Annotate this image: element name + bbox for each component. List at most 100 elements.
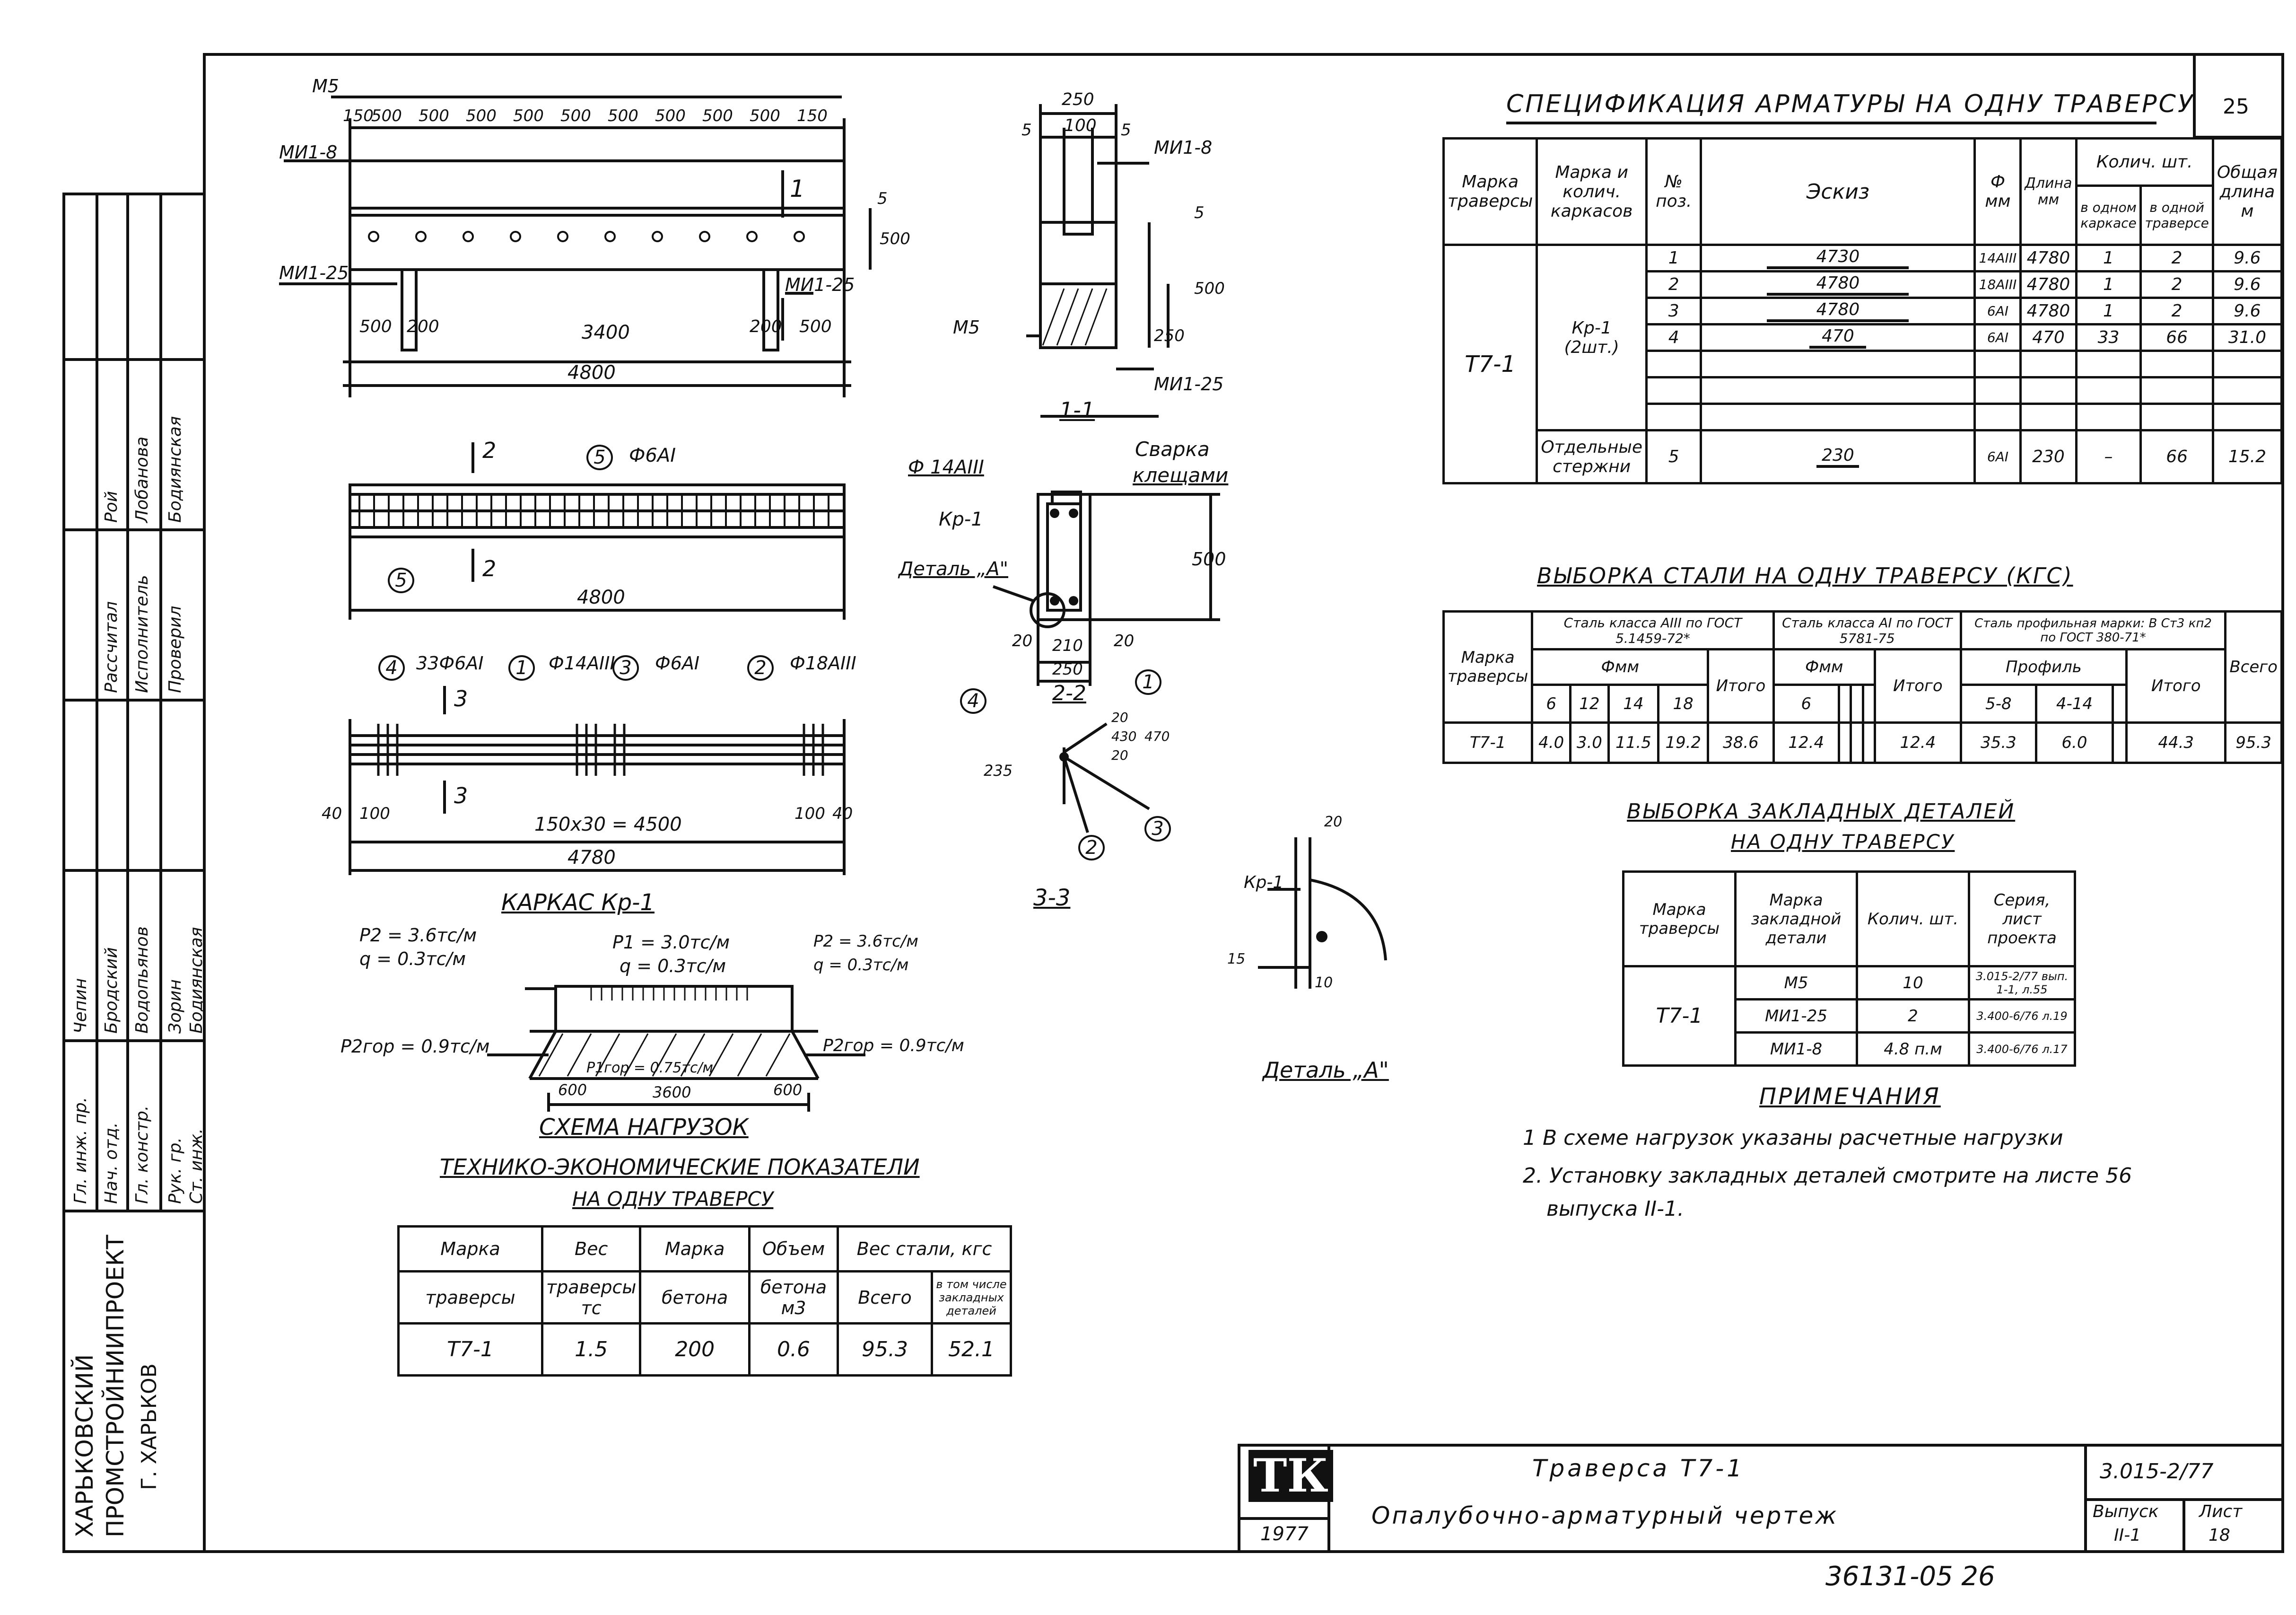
dim: 40: [322, 804, 342, 823]
sketch-text: 4730: [1767, 247, 1909, 269]
td: МИ1-8: [1734, 1031, 1858, 1067]
td: 470: [2019, 323, 2078, 352]
th-text: Марка и колич. каркасов: [1550, 162, 1633, 221]
tech-title: ТЕХНИКО-ЭКОНОМИЧЕСКИЕ ПОКАЗАТЕЛИ: [440, 1154, 920, 1180]
dim-430: 430: [1111, 729, 1137, 744]
th: Общая длина м: [2211, 137, 2283, 246]
th-text: № поз.: [1656, 172, 1692, 211]
dim: 500: [513, 106, 544, 125]
td: 0.6: [748, 1322, 839, 1377]
dim: 500: [466, 106, 497, 125]
rebar-top: Ф 14АIII: [908, 456, 984, 478]
sig-name: Рой: [102, 491, 121, 523]
cage-total-dim: 4780: [567, 847, 616, 869]
th-text: Сталь профильная марки: В Ст3 кп2 по ГОС…: [1974, 616, 2212, 645]
td-empty: [2211, 350, 2283, 378]
td: 15.2: [2211, 429, 2283, 484]
dim: 40: [832, 804, 853, 823]
td: 44.3: [2125, 721, 2227, 764]
callout-4-text: 33Ф6АI: [416, 653, 484, 674]
dim-250: 250: [1062, 90, 1094, 109]
dim-20: 20: [1111, 710, 1128, 725]
td: 19.2: [1657, 721, 1710, 764]
td: 4.8 п.м: [1856, 1031, 1970, 1067]
td-empty: [2139, 403, 2214, 431]
td: 12.4: [1874, 721, 1962, 764]
dim-470: 470: [1144, 729, 1170, 744]
td: 11.5: [1607, 721, 1660, 764]
callout-5b: 5: [388, 568, 414, 593]
th: Профиль: [1959, 648, 2128, 686]
hole-mark: [368, 231, 379, 242]
spec-table: Марка траверсы Марка и колич. каркасов №…: [1442, 137, 2283, 484]
sketch-text: 4780: [1767, 273, 1909, 296]
dim: 3600: [653, 1083, 691, 1101]
dim: 500: [655, 106, 686, 125]
cut-2-top: 2: [482, 438, 497, 463]
th: Колич. шт.: [1856, 870, 1970, 967]
td-marka: Т7-1: [1442, 244, 1538, 484]
sig-name: Бродский: [102, 947, 121, 1034]
hole-mark: [746, 231, 758, 242]
td-empty: [1973, 376, 2022, 405]
dim-500-height: 500: [880, 229, 910, 248]
th-text: Вес стали, кгс: [856, 1238, 992, 1259]
td: 31.0: [2211, 323, 2283, 352]
dim: 20: [1114, 632, 1135, 650]
spec-title: СПЕЦИФИКАЦИЯ АРМАТУРЫ НА ОДНУ ТРАВЕРСУ: [1506, 90, 2195, 118]
th: [1850, 684, 1864, 724]
th: 12: [1569, 684, 1610, 724]
th: 6: [1772, 684, 1840, 724]
td-empty: [2019, 376, 2078, 405]
th-vs: Всего: [837, 1270, 933, 1325]
dim: 200: [407, 317, 439, 336]
th: [1861, 684, 1877, 724]
th-text: Объем: [762, 1238, 825, 1259]
callout-4: 4: [378, 655, 405, 681]
td: 3.400-6/76 л.17: [1968, 1031, 2076, 1067]
th-text: бетона м3: [760, 1276, 827, 1318]
td-empty: [1645, 350, 1702, 378]
th-travers: траверсы: [397, 1270, 543, 1325]
section-title-3-3: 3-3: [1033, 885, 1071, 911]
sketch-text: 230: [1816, 446, 1859, 468]
dim: 500: [359, 317, 392, 336]
steel-table: Марка траверсы Сталь класса АIII по ГОСТ…: [1442, 610, 2283, 764]
dim-250: 250: [1154, 326, 1185, 345]
th: 18: [1657, 684, 1710, 724]
sig-role: Гл. инж. пр.: [71, 1097, 90, 1204]
label-mi25-right: МИ1-25: [785, 274, 855, 295]
th-st: Вес стали, кгс: [837, 1225, 1012, 1273]
sig-role: Рассчитал: [102, 601, 121, 693]
td-empty: [2139, 350, 2214, 378]
load-hor-mid: P1гор = 0.75тс/м: [586, 1060, 714, 1076]
embedded-table: Марка траверсы Марка закладной детали Ко…: [1622, 870, 2076, 1067]
th-text: Всего: [2229, 658, 2278, 676]
sketch-text: 470: [1809, 326, 1867, 349]
elev-total-dim: 4800: [567, 362, 616, 384]
td: М5: [1734, 965, 1858, 1001]
td: 4780: [2019, 270, 2078, 299]
th-text: траверсы: [425, 1287, 515, 1308]
callout-5a: 5: [586, 445, 613, 470]
td: –: [2075, 429, 2142, 484]
td: 1.5: [541, 1322, 642, 1377]
sig-name: Бодиянская: [166, 416, 185, 523]
detail-title: Деталь „А": [1263, 1057, 1389, 1083]
rebar-label: Ф6АI: [629, 445, 676, 466]
elev-top-dims: 150 500 500 500 500 500 500 500 500 500 …: [343, 106, 844, 128]
tk-logo: ТК: [1248, 1450, 1333, 1502]
dim-5-left: 5: [1021, 121, 1032, 140]
welding-label-1: Сварка: [1135, 438, 1210, 461]
td: 4.0: [1531, 721, 1572, 764]
callout-2-text: Ф18АIII: [790, 653, 856, 674]
section-title-2-2: 2-2: [1052, 681, 1086, 705]
td-empty: [1700, 376, 1976, 405]
td-text: Отдельные стержни: [1541, 437, 1642, 476]
td: 3.400-6/76 л.19: [1968, 998, 2076, 1034]
td: 2: [2139, 297, 2214, 325]
callout-1: 1: [508, 655, 535, 681]
sig-role: Гл. констр.: [132, 1105, 152, 1204]
td-empty: [1700, 350, 1976, 378]
